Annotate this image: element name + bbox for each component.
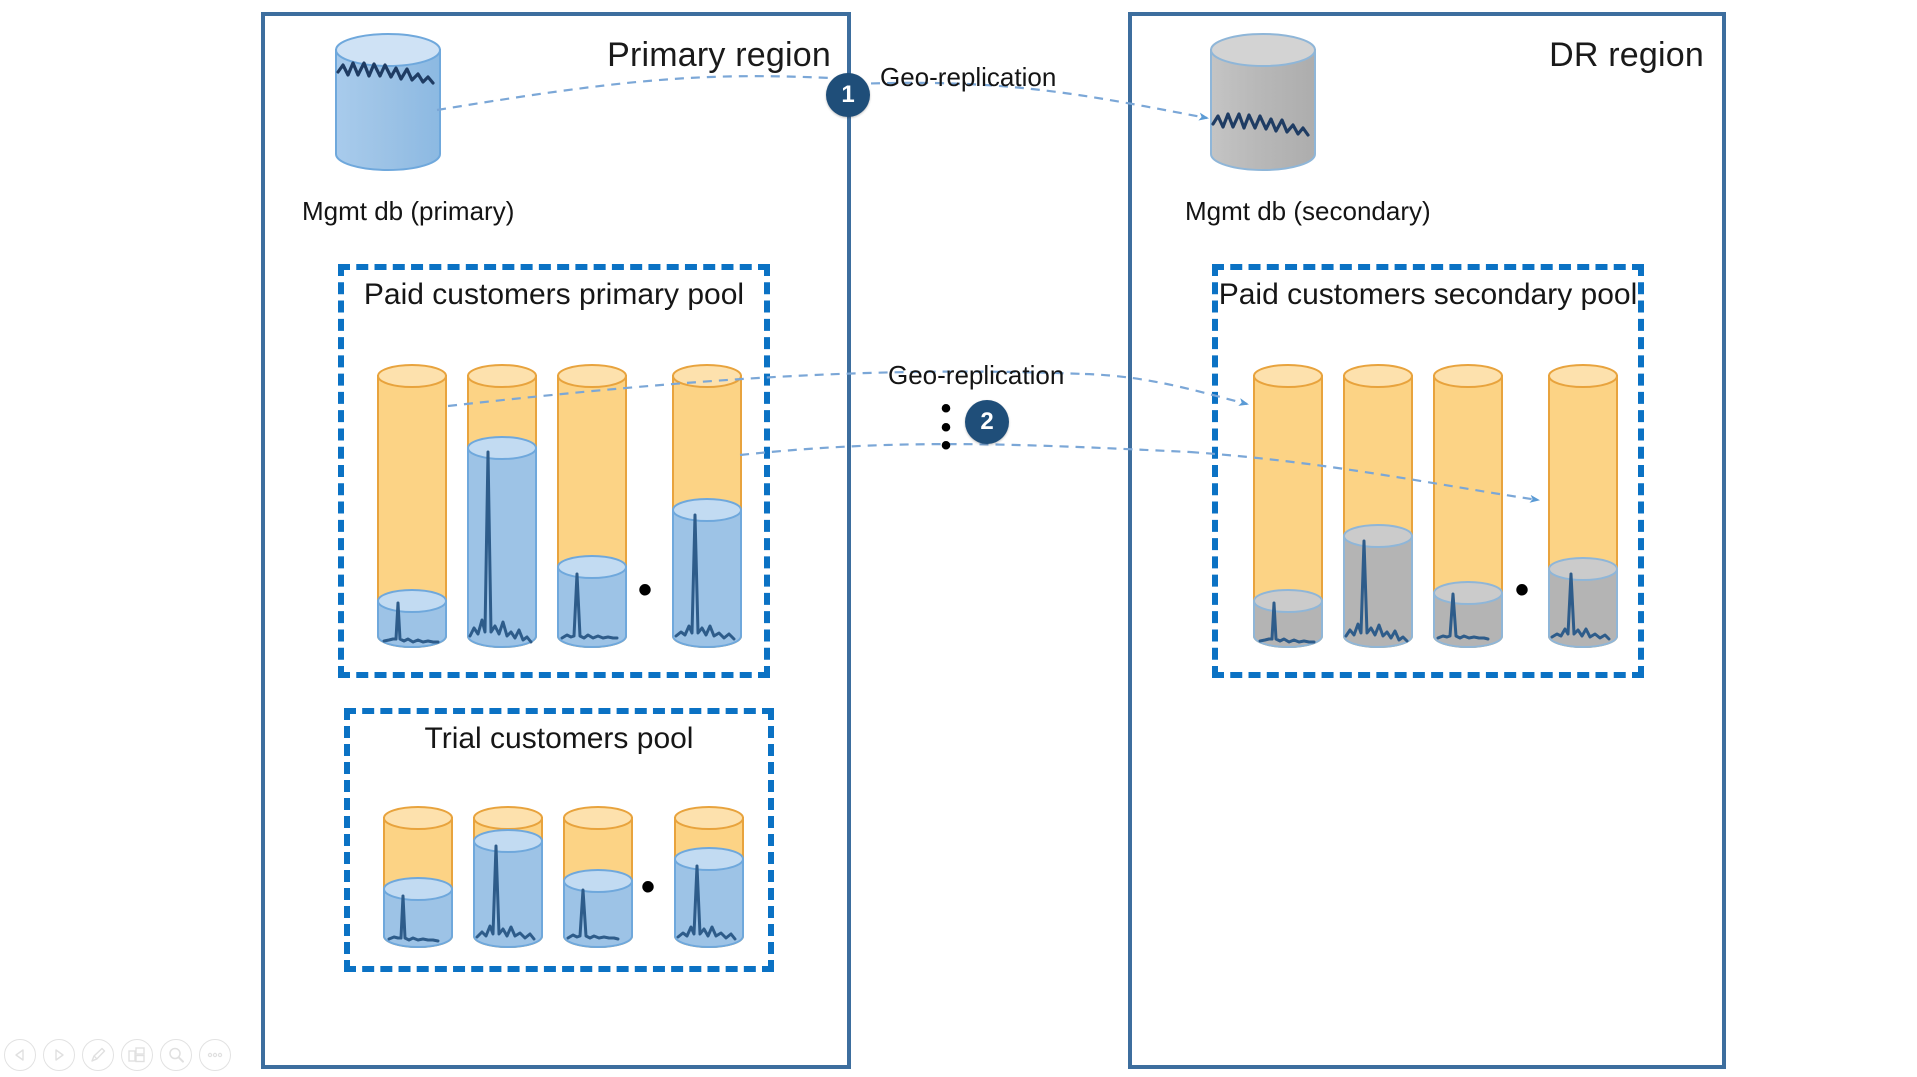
pool-paid-customers-secondary-title: Paid customers secondary pool [1218,278,1638,311]
mgmt-db-secondary-label: Mgmt db (secondary) [1185,196,1431,226]
region-primary-title: Primary region [607,36,831,74]
db-cylinder-trial-1[interactable] [382,806,454,952]
db-cylinder-trial-2[interactable] [472,806,544,952]
db-cylinder-paid-secondary-3[interactable] [1432,364,1504,654]
db-cylinder-paid-secondary-2[interactable] [1342,364,1414,654]
pen-tool-button[interactable] [82,1039,114,1071]
connector-geo-2-badge[interactable]: 2 [965,400,1009,444]
db-cylinder-paid-primary-3[interactable] [556,364,628,654]
mgmt-db-primary-label: Mgmt db (primary) [302,196,515,226]
slide-thumbnails-button[interactable] [121,1039,153,1071]
connector-geo-2-label: Geo-replication [888,360,1065,390]
db-cylinder-paid-secondary-4[interactable] [1547,364,1619,654]
triangle-right-icon [55,1049,64,1061]
more-options-button[interactable] [199,1039,231,1071]
db-cylinder-trial-4[interactable] [673,806,745,952]
region-dr[interactable]: DR region [1128,12,1726,1069]
triangle-left-icon [15,1049,24,1061]
mgmt-db-primary-cylinder[interactable] [333,32,443,172]
magnifier-icon [169,1047,184,1063]
vertical-ellipsis: ••• [940,392,952,463]
next-slide-button[interactable] [43,1039,75,1071]
db-cylinder-trial-3[interactable] [562,806,634,952]
zoom-button[interactable] [160,1039,192,1071]
grid-icon [128,1047,145,1063]
ellipsis-icon [207,1052,223,1058]
pen-icon [91,1047,106,1062]
presentation-toolbar[interactable] [4,1039,231,1071]
previous-slide-button[interactable] [4,1039,36,1071]
region-primary[interactable]: Primary region [261,12,851,1069]
mgmt-db-secondary-cylinder[interactable] [1208,32,1318,172]
pool-trial-customers[interactable]: Trial customers pool [344,708,774,972]
connector-geo-1-badge[interactable]: 1 [826,73,870,117]
db-cylinder-paid-secondary-1[interactable] [1252,364,1324,654]
db-cylinder-paid-primary-2[interactable] [466,364,538,654]
region-dr-title: DR region [1549,36,1704,74]
connector-geo-1-label: Geo-replication [880,62,1057,92]
db-cylinder-paid-primary-1[interactable] [376,364,448,654]
pool-trial-customers-title: Trial customers pool [424,722,694,755]
pool-paid-customers-primary[interactable]: Paid customers primary pool [338,264,770,678]
db-cylinder-paid-primary-4[interactable] [671,364,743,654]
pool-paid-customers-primary-title: Paid customers primary pool [363,278,745,311]
